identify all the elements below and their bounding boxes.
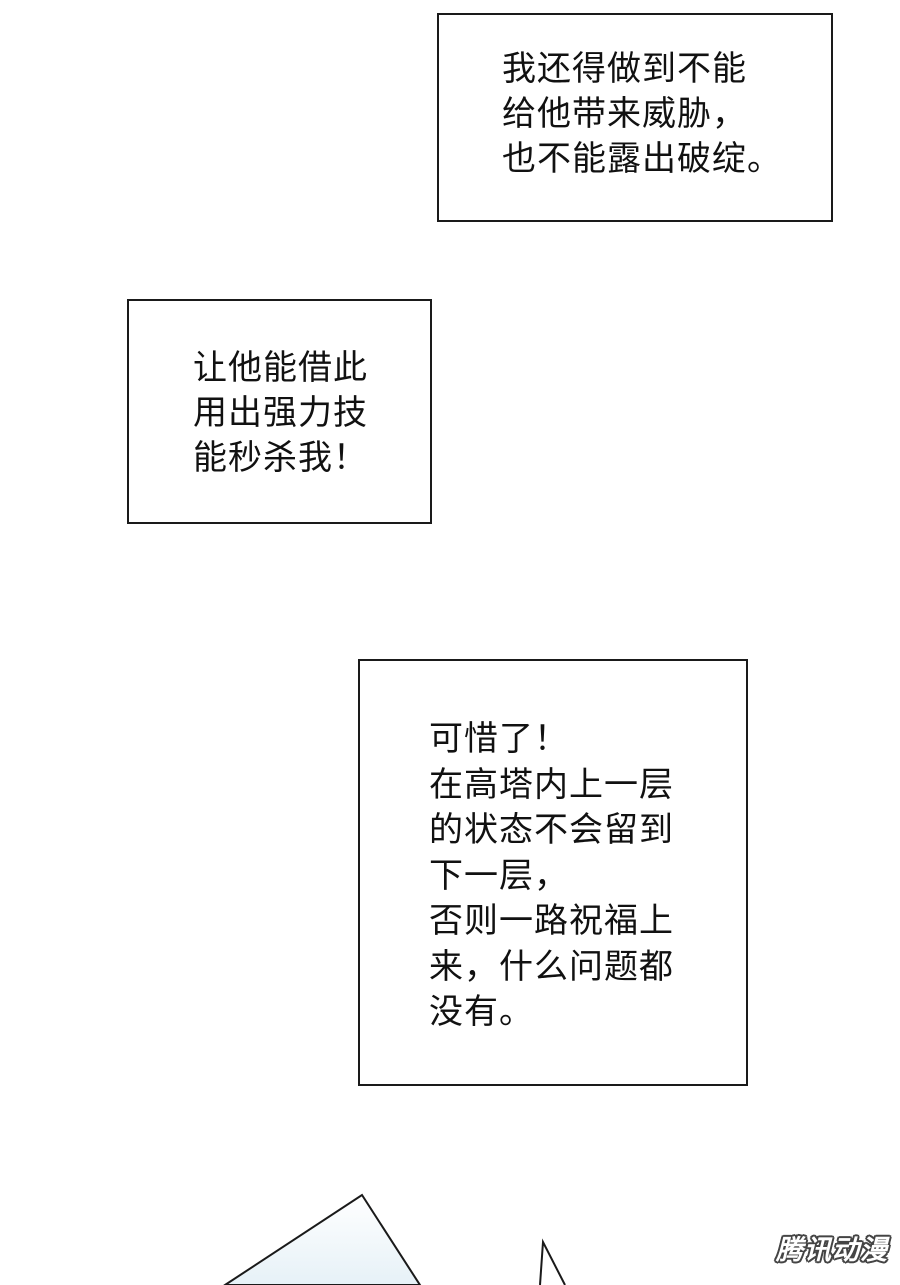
caption-box-3: 可惜了！ 在高塔内上一层 的状态不会留到 下一层， 否则一路祝福上 来，什么问题… xyxy=(358,659,748,1086)
caption-text-1: 我还得做到不能 给他带来威胁， 也不能露出破绽。 xyxy=(502,49,782,179)
caption-box-2: 让他能借此 用出强力技 能秒杀我！ xyxy=(127,299,432,524)
caption-text-3: 可惜了！ 在高塔内上一层 的状态不会留到 下一层， 否则一路祝福上 来，什么问题… xyxy=(429,719,674,1032)
caption-text-2: 让他能借此 用出强力技 能秒杀我！ xyxy=(193,348,368,478)
caption-box-1: 我还得做到不能 给他带来威胁， 也不能露出破绽。 xyxy=(437,13,833,222)
bottom-artwork-edge xyxy=(223,1193,566,1285)
watermark-logo: 腾讯动漫 xyxy=(776,1235,888,1266)
